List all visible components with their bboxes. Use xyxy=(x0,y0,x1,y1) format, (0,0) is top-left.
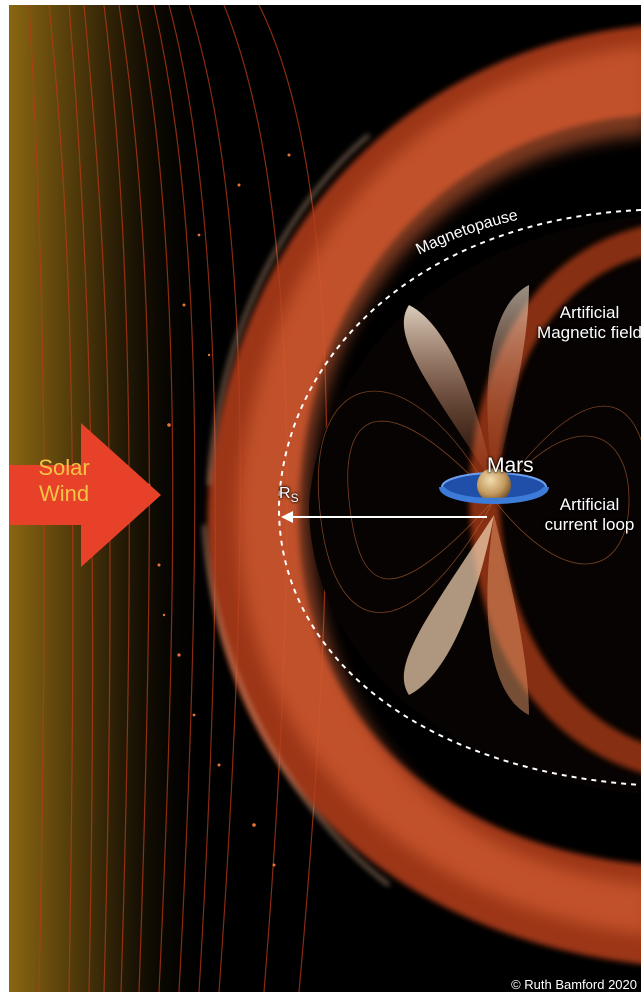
rs-arrowhead-icon xyxy=(281,511,293,523)
magnetopause-boundary xyxy=(277,209,641,786)
magnetic-field-lobes xyxy=(403,285,529,715)
rs-label-subscript: S xyxy=(290,491,299,506)
magnetic-field-lines xyxy=(317,390,641,613)
artificial-current-loop-label: Artificial current loop xyxy=(544,495,635,535)
artificial-magnetic-field-label: Artificial Magnetic field xyxy=(537,303,641,343)
plasma-particles xyxy=(147,153,291,867)
solar-wind-label: Solar Wind xyxy=(38,455,90,507)
copyright-notice: © Ruth Bamford 2020 xyxy=(511,977,637,992)
diagram-frame: Magnetopause Solar Wind Artificial Magne… xyxy=(9,5,641,992)
magnetosphere-illustration: Magnetopause xyxy=(9,5,641,992)
solar-wind-streamlines xyxy=(28,5,328,992)
mars-icon xyxy=(477,468,511,502)
rs-label: RS xyxy=(279,484,299,506)
current-loop-front xyxy=(439,486,549,504)
mars-label: Mars xyxy=(487,454,534,477)
arrow-right-icon xyxy=(9,423,161,567)
rs-label-main: R xyxy=(279,485,291,502)
